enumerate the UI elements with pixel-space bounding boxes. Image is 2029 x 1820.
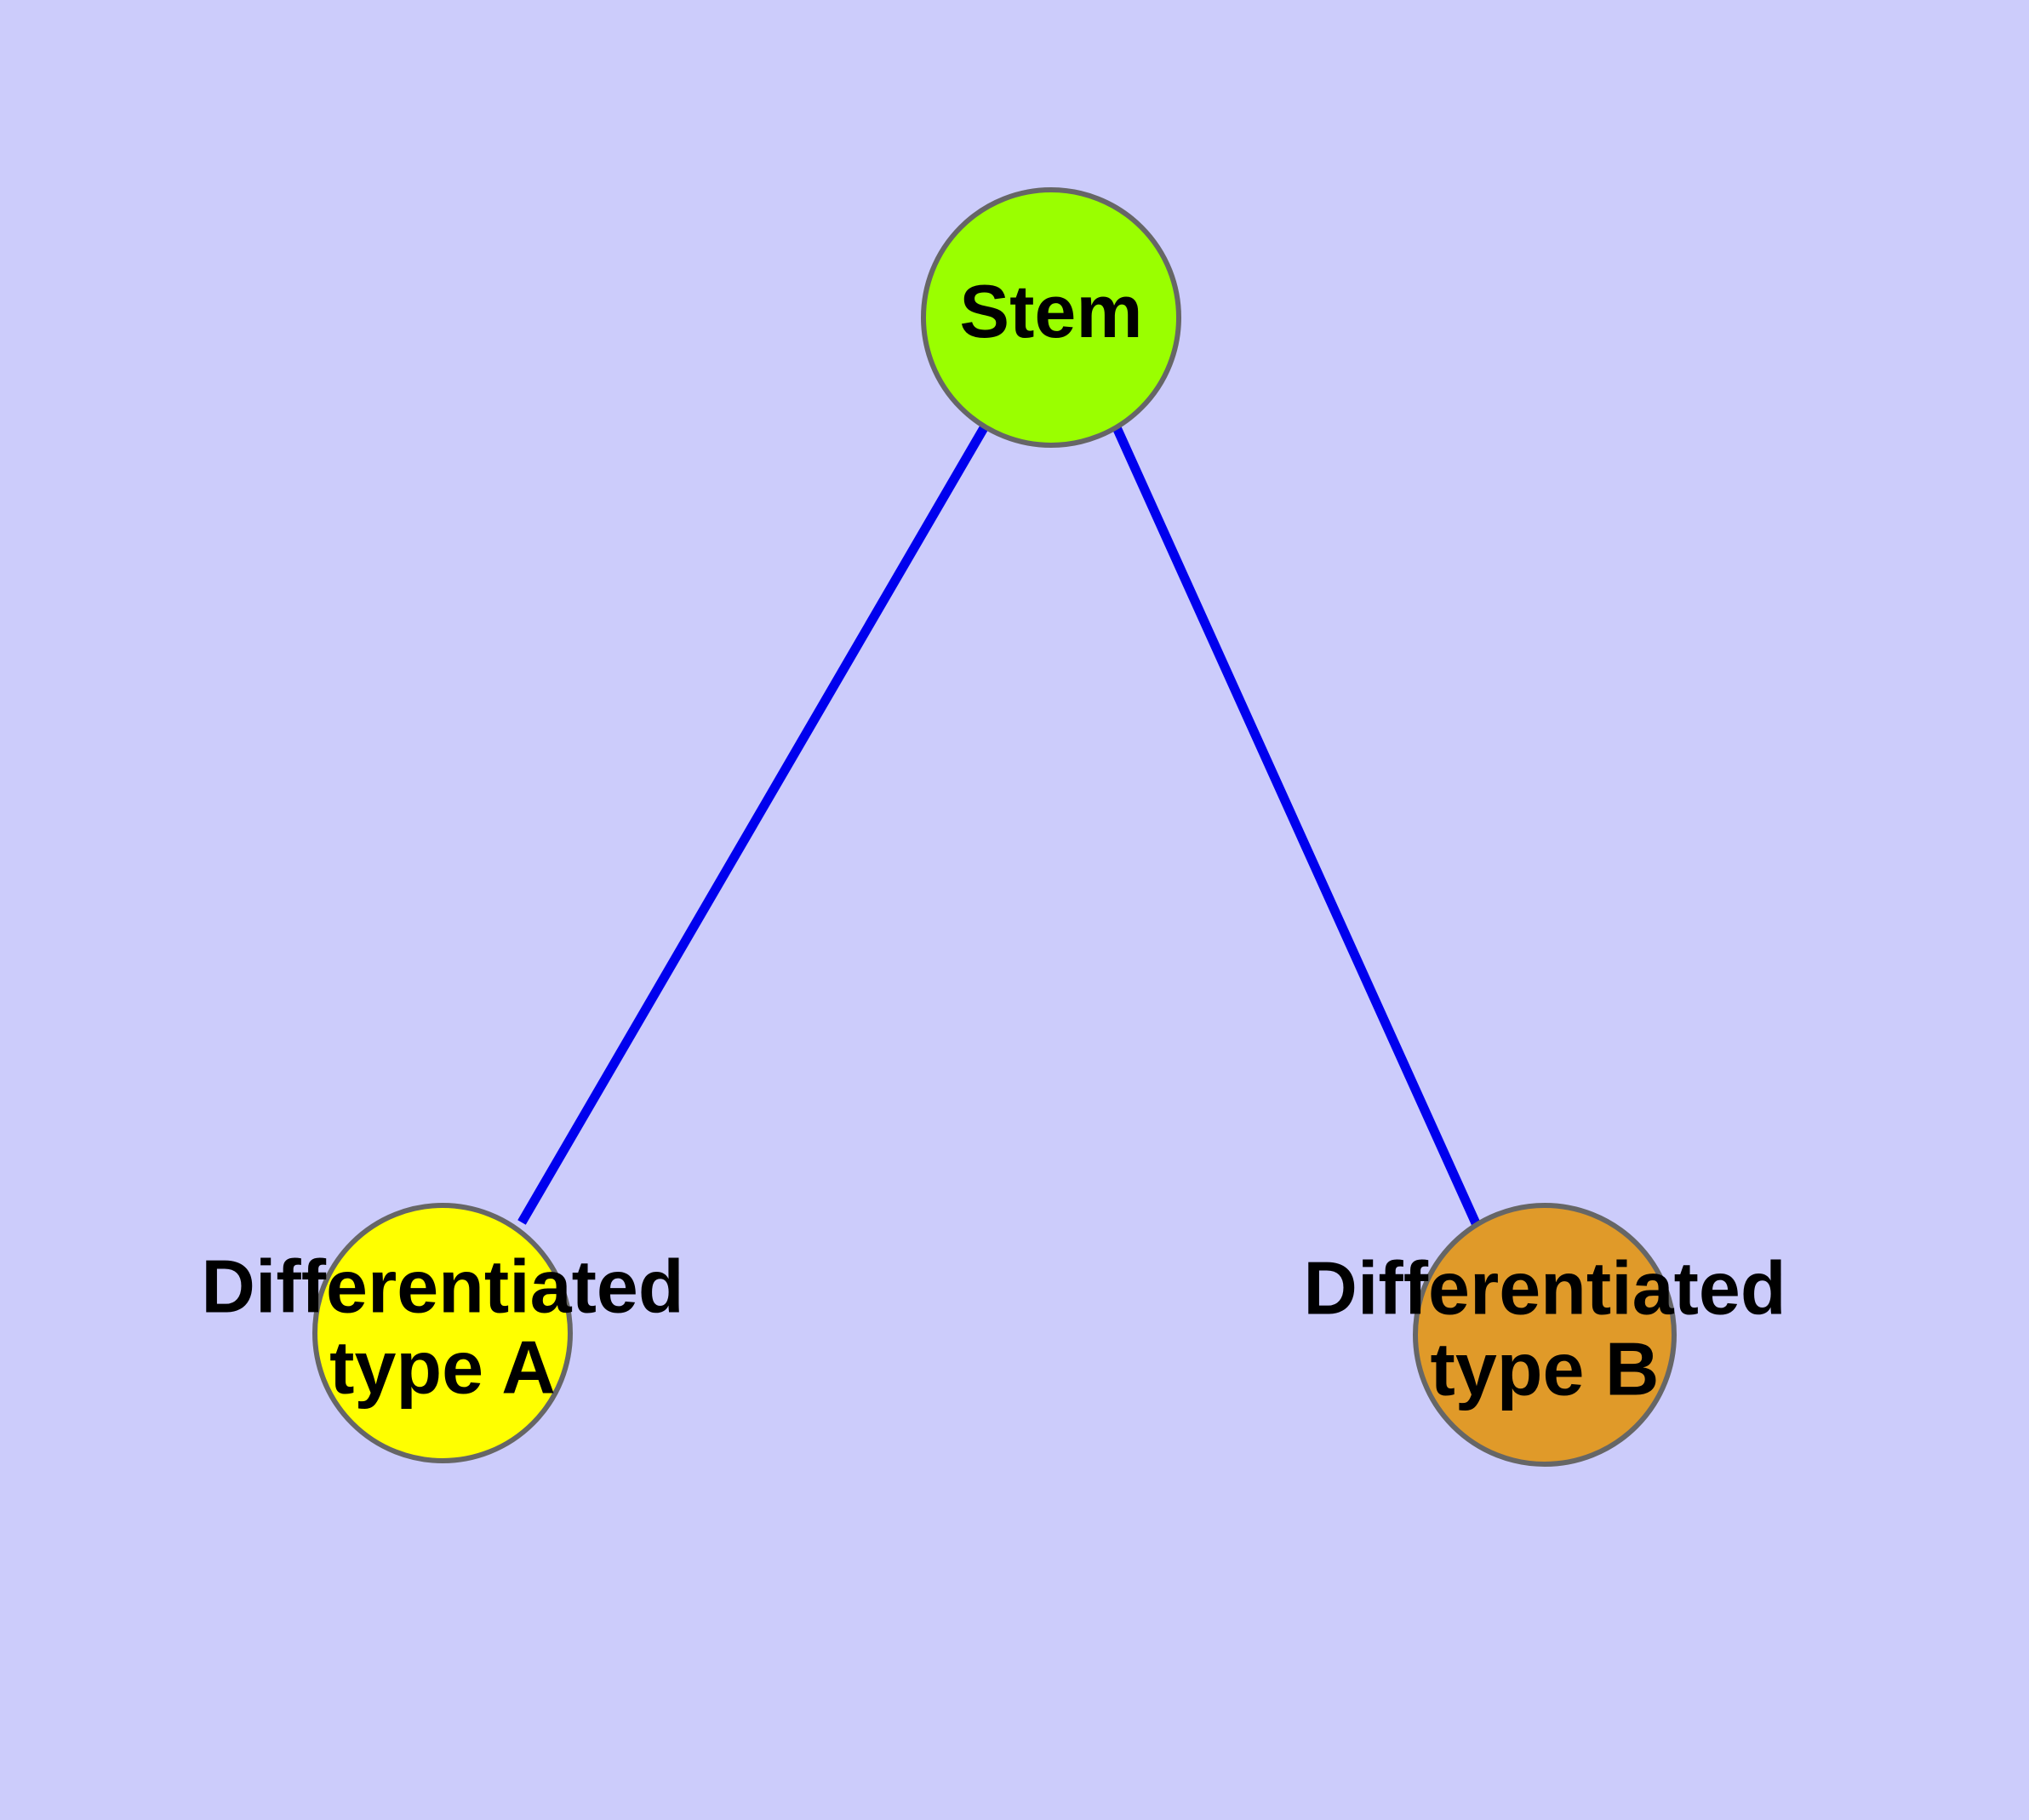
edge-stem-to-differentiated-type-b[interactable] (1111, 423, 1481, 1226)
node-label-line: Stem (959, 269, 1142, 353)
edges-group (517, 423, 1481, 1226)
edge-stem-to-differentiated-type-a[interactable] (517, 424, 989, 1225)
node-label-line: Differentiated (201, 1245, 683, 1329)
node-stem[interactable]: Stem (921, 187, 1181, 448)
node-circle-stem[interactable] (921, 187, 1181, 448)
node-label-line: Differentiated (1303, 1246, 1786, 1331)
node-label-line: type B (1431, 1327, 1660, 1411)
node-circle-differentiated-type-a[interactable] (312, 1203, 573, 1463)
node-circle-differentiated-type-b[interactable] (1413, 1203, 1677, 1467)
node-label-line: type A (329, 1325, 556, 1410)
node-label-stem: Stem (959, 269, 1142, 353)
